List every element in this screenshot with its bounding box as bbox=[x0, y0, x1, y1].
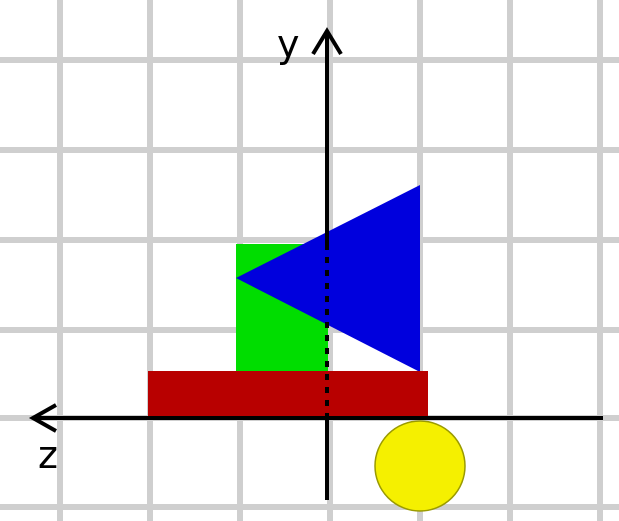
blue-triangle bbox=[236, 185, 420, 372]
vertical-axis-label: y bbox=[277, 22, 300, 66]
horizontal-axis-label: z bbox=[38, 433, 58, 477]
horizontal-axis-arrow-icon bbox=[28, 403, 57, 433]
yellow-circle bbox=[374, 420, 466, 512]
red-rectangle bbox=[148, 371, 428, 418]
vertical-axis-arrow-icon bbox=[311, 27, 343, 56]
